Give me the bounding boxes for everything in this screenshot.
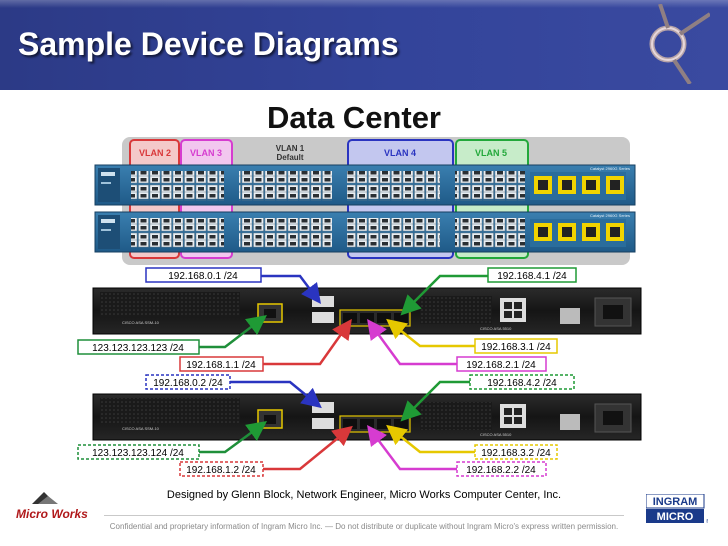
link-bot-blue	[230, 380, 322, 409]
ip-label-bot-blue: 192.168.0.2 /24	[153, 378, 223, 389]
ingram-logo-line2: MICRO	[657, 511, 694, 523]
diagram-heading: Data Center	[267, 100, 441, 135]
asa1-module-label: CISCO ASA SSM-10	[122, 320, 160, 325]
link-bot-yellow	[386, 424, 475, 454]
catalyst-switch-1: Catalyst 2960G Series	[94, 164, 636, 206]
link-top-red	[263, 318, 352, 366]
ip-box-top-outside: 123.123.123.123 /24	[77, 339, 200, 355]
ip-box-top-magenta: 192.168.2.1 /24	[456, 356, 547, 372]
link-bot-green	[400, 380, 470, 422]
catalyst-switch-2: Catalyst 2960G Series	[94, 211, 636, 253]
ip-box-bot-magenta: 192.168.2.2 /24	[456, 461, 547, 477]
ip-box-bot-yellow: 192.168.3.2 /24	[474, 444, 558, 460]
ip-box-top-yellow: 192.168.3.1 /24	[474, 338, 558, 354]
vlan4-label: VLAN 4	[384, 148, 416, 158]
asa2-model-label: CISCO ASA 5510	[480, 432, 512, 437]
vlan2-label: VLAN 2	[139, 148, 171, 158]
vlan1-default-label: Default	[276, 153, 303, 162]
ip-label-top-outside: 123.123.123.123 /24	[92, 343, 184, 354]
ingram-micro-logo: INGRAM MICRO ®	[646, 494, 708, 524]
slide-title: Sample Device Diagrams	[18, 26, 399, 62]
link-bot-outside	[199, 421, 268, 454]
asa1-model-label: CISCO ASA 5510	[480, 326, 512, 331]
ip-label-top-red: 192.168.1.1 /24	[186, 360, 256, 371]
ip-label-bot-red: 192.168.1.2 /24	[186, 465, 256, 476]
ip-box-top-blue: 192.168.0.1 /24	[145, 267, 262, 283]
link-top-blue	[261, 274, 321, 304]
ip-label-bot-yellow: 192.168.3.2 /24	[481, 448, 551, 459]
vlan3-label: VLAN 3	[190, 148, 222, 158]
micro-works-logo: Micro Works	[16, 492, 88, 521]
keyring-decoration	[649, 4, 710, 84]
cisco-asa-firewall-1: CISCO ASA SSM-10 CISCO ASA 5510	[92, 287, 642, 335]
ip-label-top-yellow: 192.168.3.1 /24	[481, 342, 551, 353]
vlan5-label: VLAN 5	[475, 148, 507, 158]
link-top-yellow	[386, 318, 475, 348]
ip-label-bot-green: 192.168.4.2 /24	[487, 378, 557, 389]
ip-label-bot-magenta: 192.168.2.2 /24	[466, 465, 536, 476]
cisco-asa-firewall-2: CISCO ASA SSM-10 CISCO ASA 5510	[92, 393, 642, 441]
ingram-logo-registered: ®	[706, 518, 708, 524]
ip-box-top-green: 192.168.4.1 /24	[487, 267, 577, 283]
slide-header: Sample Device Diagrams	[0, 0, 728, 90]
micro-works-logo-text: Micro Works	[16, 507, 88, 521]
switch2-model-label: Catalyst 2960G Series	[590, 213, 630, 218]
link-top-green	[400, 274, 488, 316]
header-gloss	[0, 0, 728, 8]
asa2-module-label: CISCO ASA SSM-10	[122, 426, 160, 431]
ip-label-top-green: 192.168.4.1 /24	[497, 271, 567, 282]
ip-box-bot-blue: 192.168.0.2 /24	[145, 374, 231, 390]
ingram-logo-line1: INGRAM	[653, 496, 698, 508]
designed-by-credit: Designed by Glenn Block, Network Enginee…	[166, 489, 562, 501]
ip-box-top-red: 192.168.1.1 /24	[179, 356, 264, 372]
vlan1-label: VLAN 1	[276, 144, 305, 153]
switch1-model-label: Catalyst 2960G Series	[590, 166, 630, 171]
confidentiality-notice: Confidential and proprietary information…	[109, 522, 619, 531]
footer-divider	[104, 515, 624, 516]
ip-label-top-magenta: 192.168.2.1 /24	[466, 360, 536, 371]
ip-box-bot-green: 192.168.4.2 /24	[469, 374, 575, 390]
link-top-magenta	[367, 318, 457, 366]
ip-label-top-blue: 192.168.0.1 /24	[168, 271, 238, 282]
ip-box-bot-outside: 123.123.123.124 /24	[77, 444, 200, 460]
ip-label-bot-outside: 123.123.123.124 /24	[92, 448, 184, 459]
link-bot-magenta	[367, 425, 457, 471]
link-bot-red	[263, 425, 353, 471]
link-top-outside	[199, 314, 267, 349]
ip-box-bot-red: 192.168.1.2 /24	[179, 461, 264, 477]
